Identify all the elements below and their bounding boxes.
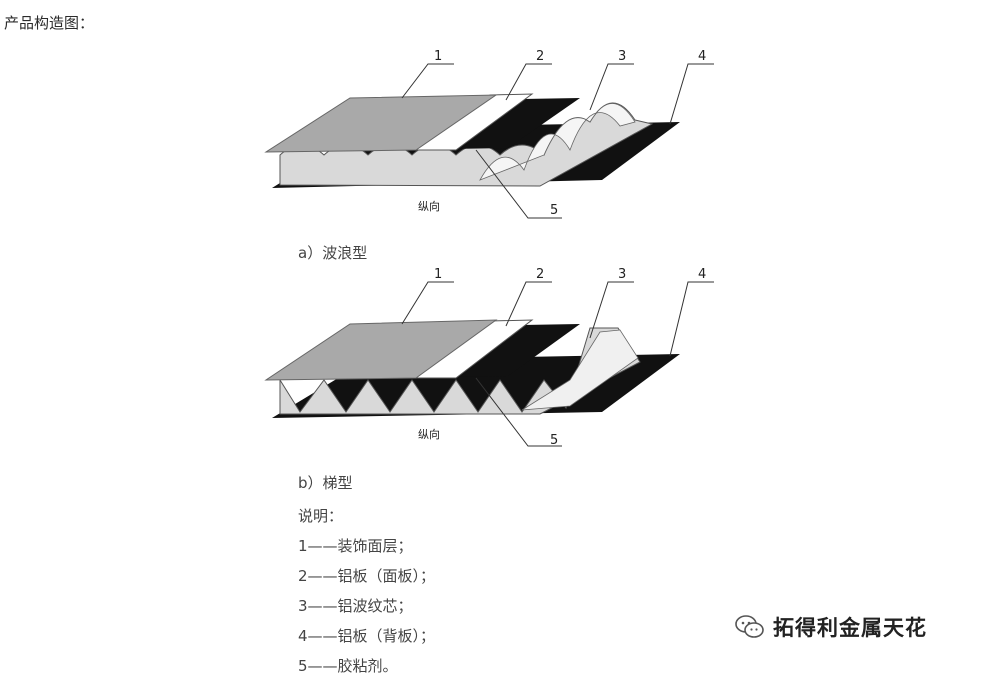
- watermark: 拓得利金属天花: [735, 612, 927, 642]
- legend: 说明： 1——装饰面层； 2——铝板（面板）； 3——铝波纹芯； 4——铝板（背…: [298, 501, 435, 681]
- leader-line-1: [401, 281, 454, 325]
- page-heading: 产品构造图：: [4, 14, 95, 32]
- transverse-label: 横向: [645, 378, 671, 403]
- decorative-layer: [264, 94, 498, 153]
- diagram-wave-type: 1 2 3 4 5 纵向 横向: [264, 49, 714, 219]
- transverse-label: 横向: [645, 146, 671, 171]
- legend-item: 2——铝板（面板）；: [298, 567, 436, 585]
- longitudinal-label: 纵向: [418, 427, 440, 441]
- callout-2: 2: [536, 267, 544, 282]
- leader-line-4: [669, 63, 714, 125]
- leader-line-3: [589, 281, 634, 339]
- callout-3: 3: [618, 49, 626, 64]
- leader-line-5: [475, 377, 562, 447]
- leader-line-4: [669, 281, 714, 357]
- leader-line-2: [505, 63, 552, 101]
- leader-line-5: [475, 149, 562, 219]
- caption-wave-type: a）波浪型: [298, 244, 368, 262]
- wechat-icon: [735, 615, 764, 638]
- longitudinal-label: 纵向: [418, 199, 440, 213]
- wave-core-shade: [479, 103, 636, 181]
- legend-item: 3——铝波纹芯；: [298, 597, 413, 615]
- callout-1: 1: [434, 49, 442, 64]
- legend-item: 5——胶粘剂。: [298, 657, 398, 675]
- leader-line-1: [401, 63, 454, 99]
- callout-2: 2: [536, 49, 544, 64]
- diagram-trapezoid-type: 1 2 3 4 5 纵向 横向: [264, 267, 714, 448]
- decorative-layer: [264, 319, 498, 381]
- leader-line-3: [589, 63, 634, 111]
- legend-item: 4——铝板（背板）；: [298, 627, 436, 645]
- caption-trapezoid-type: b）梯型: [298, 474, 353, 492]
- leader-line-2: [505, 281, 552, 327]
- legend-title: 说明：: [298, 507, 344, 525]
- callout-1: 1: [434, 267, 442, 282]
- callout-5: 5: [550, 433, 558, 448]
- callout-4: 4: [698, 267, 706, 282]
- trapezoid-core-shade: [521, 329, 639, 411]
- callout-4: 4: [698, 49, 706, 64]
- watermark-text: 拓得利金属天花: [773, 616, 927, 640]
- callout-3: 3: [618, 267, 626, 282]
- callout-5: 5: [550, 203, 558, 218]
- legend-item: 1——装饰面层；: [298, 537, 413, 555]
